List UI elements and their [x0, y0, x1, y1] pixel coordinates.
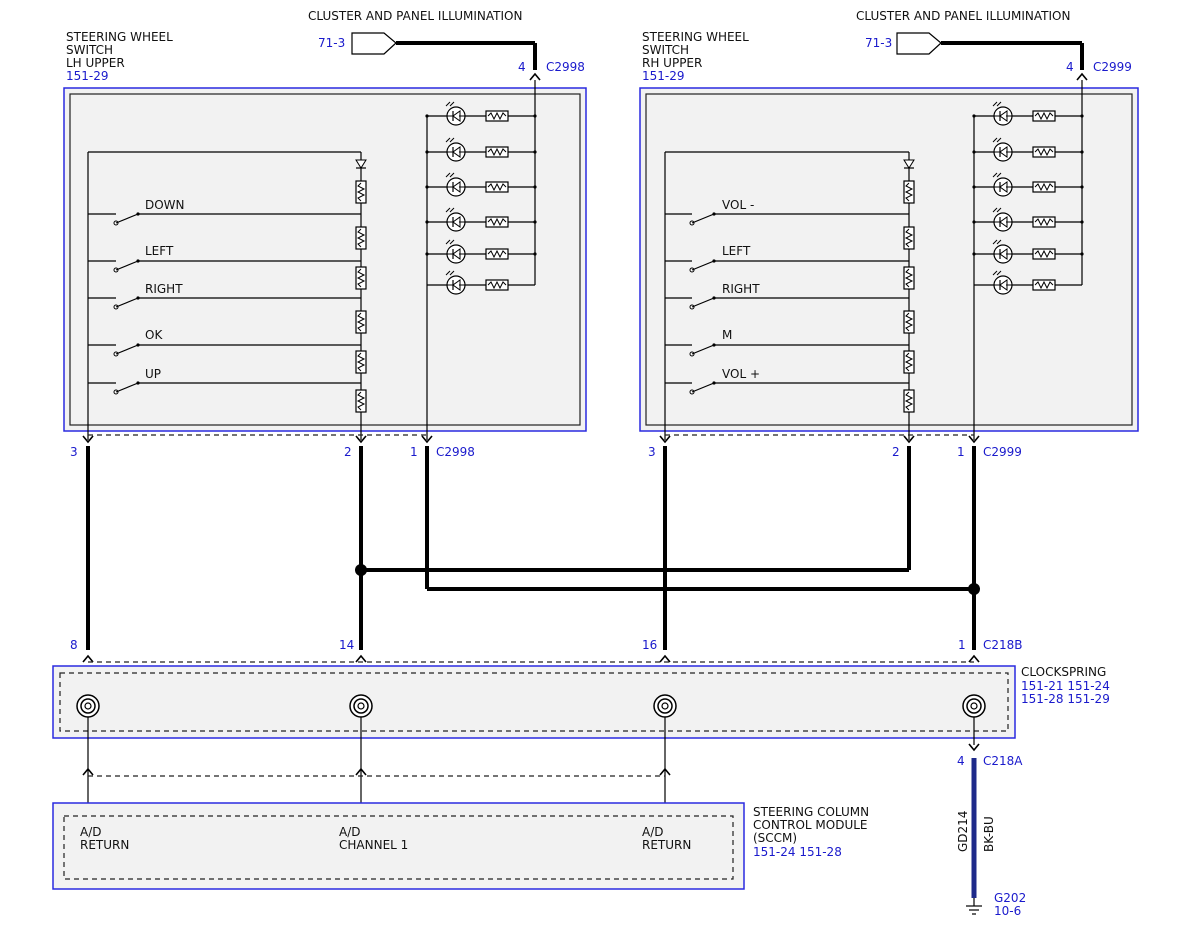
- lh-switch-module: STEERING WHEEL SWITCH LH UPPER 151-29: [63, 30, 587, 459]
- lh-button-right: RIGHT: [88, 282, 361, 310]
- lh-illumination-connector-icon: [351, 32, 397, 55]
- rh-button-vol-minus-label: VOL -: [722, 198, 754, 212]
- clockspring-pin-8: 8: [70, 638, 78, 652]
- lh-button-ok-label: OK: [145, 328, 163, 342]
- sccm-refs[interactable]: 151-24 151-28: [753, 845, 842, 859]
- ground-circuit-id: GD214: [956, 811, 970, 852]
- ground-icon: [966, 905, 982, 915]
- splice-illumination: [968, 583, 980, 595]
- ground-point: G202: [994, 891, 1026, 905]
- sccm-name-3: (SCCM): [753, 831, 797, 845]
- rh-button-left: LEFT: [665, 244, 909, 273]
- rh-illumination-connector-icon: [896, 32, 942, 55]
- ground-circuit: GD214 BK-BU G202 10-6: [956, 758, 1026, 918]
- rh-connector-label-bottom: C2999: [983, 445, 1022, 459]
- lh-pin-2: 2: [344, 445, 352, 459]
- clockspring-name: CLOCKSPRING: [1021, 665, 1106, 679]
- rh-button-m-label: M: [722, 328, 732, 342]
- lh-switch-name-2: SWITCH: [66, 43, 113, 57]
- lh-diode-icon: [355, 159, 367, 169]
- lh-switch-ref[interactable]: 151-29: [66, 69, 109, 83]
- sccm-terminal-1-line1: A/D: [80, 825, 102, 839]
- lh-switch-name-1: STEERING WHEEL: [66, 30, 173, 44]
- rh-diode-icon: [903, 159, 915, 169]
- lh-button-up-label: UP: [145, 367, 161, 381]
- lh-button-up: UP: [88, 367, 361, 395]
- rh-illumination-ref[interactable]: 71-3: [865, 36, 892, 50]
- lh-switch-name-3: LH UPPER: [66, 56, 125, 70]
- sccm-terminal-2-line1: A/D: [339, 825, 361, 839]
- rh-led-array: [972, 101, 1084, 295]
- rh-switch-name-2: SWITCH: [642, 43, 689, 57]
- sccm-terminal-3-line1: A/D: [642, 825, 664, 839]
- sccm-name-1: STEERING COLUMN: [753, 805, 869, 819]
- rh-button-left-label: LEFT: [722, 244, 751, 258]
- lh-button-right-label: RIGHT: [145, 282, 183, 296]
- lh-illum-pin-label: 4: [518, 60, 526, 74]
- rh-button-vol-plus: VOL +: [665, 367, 909, 395]
- rh-switch-name-1: STEERING WHEEL: [642, 30, 749, 44]
- lh-illumination-ref[interactable]: 71-3: [318, 36, 345, 50]
- clockspring-pin-14: 14: [339, 638, 354, 652]
- rh-connector-label-top: C2999: [1093, 60, 1132, 74]
- clockspring-connector-a: C218A: [983, 754, 1023, 768]
- clockspring-refs-1[interactable]: 151-21 151-24: [1021, 679, 1110, 693]
- ground-wire-color: BK-BU: [982, 816, 996, 852]
- rh-pin-1: 1: [957, 445, 965, 459]
- lh-button-down-label: DOWN: [145, 198, 185, 212]
- rh-button-right: RIGHT: [665, 282, 909, 310]
- rh-pin-3: 3: [648, 445, 656, 459]
- sccm-name-2: CONTROL MODULE: [753, 818, 868, 832]
- sccm-terminal-1-line2: RETURN: [80, 838, 129, 852]
- clockspring-connector-b: C218B: [983, 638, 1023, 652]
- lh-led-array: [425, 101, 537, 295]
- rh-switch-module: STEERING WHEEL SWITCH RH UPPER 151-29: [639, 30, 1139, 459]
- splice-channel: [355, 564, 367, 576]
- lh-button-down: DOWN: [88, 198, 361, 226]
- rh-button-vol-plus-label: VOL +: [722, 367, 760, 381]
- clockspring-pin-16: 16: [642, 638, 657, 652]
- lh-pin-3: 3: [70, 445, 78, 459]
- rh-pin-2: 2: [892, 445, 900, 459]
- clockspring-refs-2[interactable]: 151-28 151-29: [1021, 692, 1110, 706]
- rh-switch-ref[interactable]: 151-29: [642, 69, 685, 83]
- rh-illum-pin-label: 4: [1066, 60, 1074, 74]
- clockspring-pin-1: 1: [958, 638, 966, 652]
- clockspring-module: 8 14 16 1 C218B CLOCKSPRING 151-21 151-2…: [52, 638, 1110, 810]
- rh-button-m: M: [665, 328, 909, 357]
- lh-pin-1: 1: [410, 445, 418, 459]
- lh-illumination-feed: CLUSTER AND PANEL ILLUMINATION 71-3 4 C2…: [308, 9, 585, 81]
- rh-illumination-title: CLUSTER AND PANEL ILLUMINATION: [856, 9, 1070, 23]
- rh-illumination-feed: CLUSTER AND PANEL ILLUMINATION 71-3 4 C2…: [856, 9, 1132, 81]
- lh-illumination-title: CLUSTER AND PANEL ILLUMINATION: [308, 9, 522, 23]
- sccm-terminal-3-line2: RETURN: [642, 838, 691, 852]
- rh-button-right-label: RIGHT: [722, 282, 760, 296]
- harness-wiring: [86, 446, 980, 650]
- ground-ref[interactable]: 10-6: [994, 904, 1021, 918]
- rh-switch-name-3: RH UPPER: [642, 56, 702, 70]
- lh-connector-label-top: C2998: [546, 60, 585, 74]
- lh-button-ok: OK: [88, 328, 361, 357]
- clockspring-pin-a-4: 4: [957, 754, 965, 768]
- lh-button-left: LEFT: [88, 244, 361, 273]
- sccm-module: A/D RETURN A/D CHANNEL 1 A/D RETURN STEE…: [52, 768, 869, 890]
- lh-button-left-label: LEFT: [145, 244, 174, 258]
- sccm-terminal-2-line2: CHANNEL 1: [339, 838, 408, 852]
- lh-connector-label-bottom: C2998: [436, 445, 475, 459]
- rh-button-vol-minus: VOL -: [665, 198, 909, 226]
